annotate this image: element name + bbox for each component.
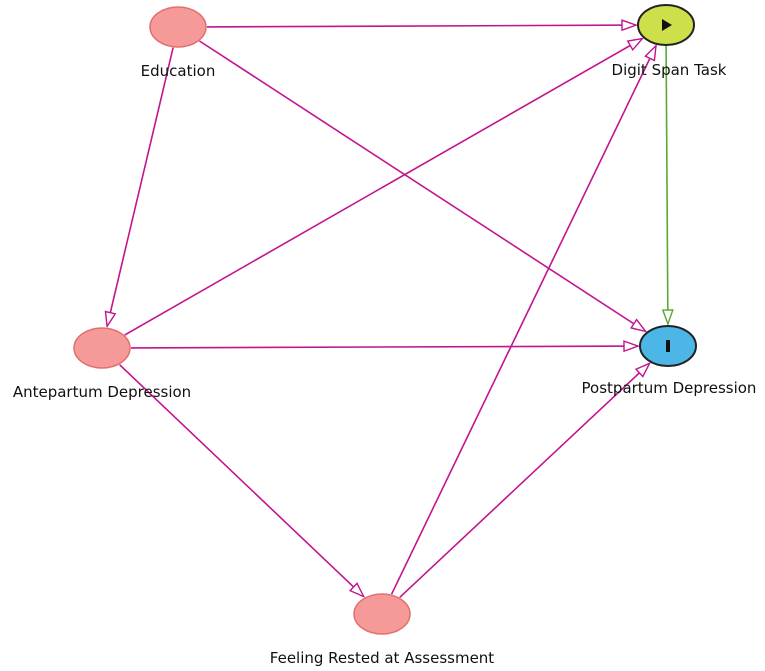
node-label-education: Education — [141, 62, 216, 80]
edges — [107, 25, 668, 597]
node-education[interactable]: Education — [141, 6, 216, 80]
edge-rested-to-digit-span — [390, 46, 656, 595]
node-rested-shape[interactable] — [353, 593, 411, 635]
node-education-shape[interactable] — [149, 6, 207, 48]
edge-education-to-postpartum — [199, 40, 646, 331]
edge-education-to-antepartum — [107, 47, 174, 327]
edge-education-to-digit-span — [206, 25, 636, 27]
node-rested[interactable]: Feeling Rested at Assessment — [270, 593, 495, 667]
node-digit-span[interactable]: Digit Span Task — [612, 4, 727, 79]
edge-rested-to-postpartum — [399, 363, 650, 598]
node-label-digit-span: Digit Span Task — [612, 61, 727, 79]
node-antepartum[interactable]: Antepartum Depression — [13, 327, 191, 401]
edge-antepartum-to-postpartum — [130, 346, 638, 348]
node-postpartum[interactable]: Postpartum Depression — [582, 325, 757, 397]
node-label-antepartum: Antepartum Depression — [13, 383, 191, 401]
play-icon — [662, 19, 672, 31]
edge-antepartum-to-rested — [119, 364, 364, 597]
edge-digit-span-to-postpartum — [666, 45, 668, 324]
bar-icon — [666, 340, 670, 352]
node-label-postpartum: Postpartum Depression — [582, 379, 757, 397]
node-antepartum-shape[interactable] — [73, 327, 131, 369]
node-label-rested: Feeling Rested at Assessment — [270, 649, 495, 667]
edge-antepartum-to-digit-span — [124, 39, 643, 336]
